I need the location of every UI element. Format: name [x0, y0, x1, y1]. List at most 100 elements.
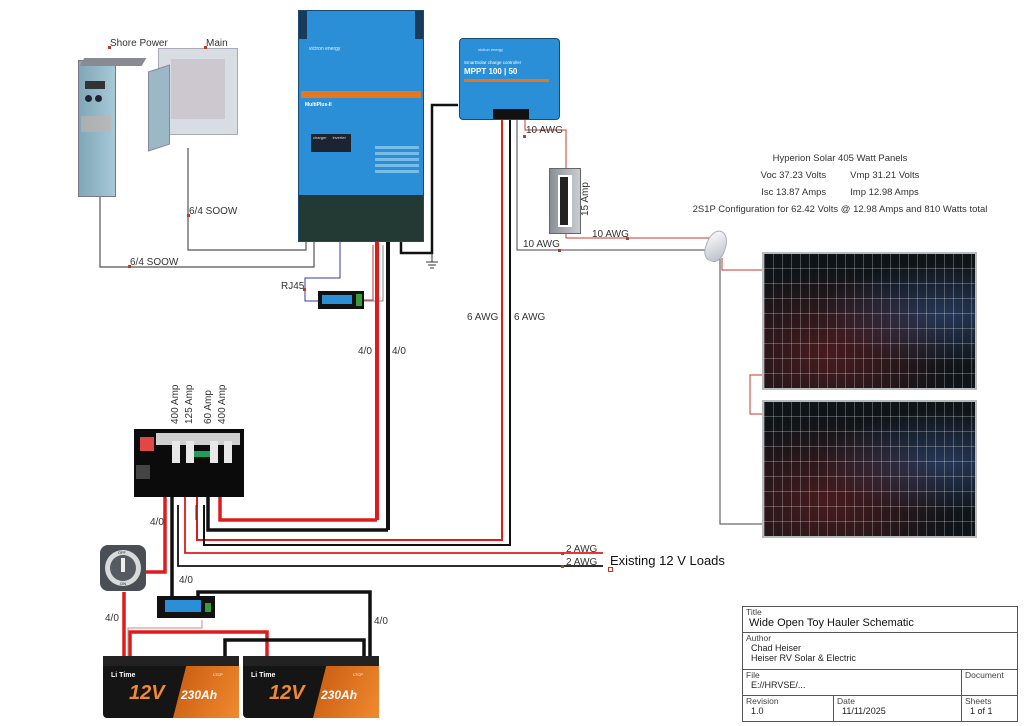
battery-1-badge: LTCP [213, 672, 223, 677]
switch-on-label: ON [120, 581, 126, 586]
title-block-revision-row: Revision 1.0 Date 11/11/2025 Sheets 1 of… [743, 696, 1017, 722]
inverter-base [299, 195, 423, 241]
panel-vmp: Vmp 31.21 Volts [850, 170, 920, 181]
fuse-label-1: 400 Amp [170, 384, 181, 424]
battery-monitor-top [318, 291, 364, 309]
mppt-model: MPPT 100 | 50 [464, 67, 518, 76]
title-block-title-row: Title Wide Open Toy Hauler Schematic [743, 607, 1017, 633]
solar-panel-2 [762, 400, 977, 538]
wire-loads-neg [177, 505, 603, 567]
existing-loads-label: Existing 12 V Loads [610, 553, 725, 568]
wire-pv-neg [516, 120, 712, 251]
shore-power-label: Shore Power [110, 38, 168, 49]
fuse-label-3: 60 Amp [203, 390, 214, 424]
fuse-label-2: 125 Amp [184, 384, 195, 424]
inverter-brand: victron energy [309, 46, 341, 52]
wire-pv-pos-out [565, 232, 712, 239]
author-company: Heiser RV Solar & Electric [751, 653, 856, 663]
main-panel-box [158, 48, 238, 135]
wire-panel-pos [721, 258, 762, 271]
battery-2-voltage: 12V [269, 682, 305, 704]
fuse-block [134, 429, 244, 497]
title-block-file-row: File E://HRVSE/... Document [743, 670, 1017, 696]
wire-soow-main [187, 148, 307, 251]
solar-panel-1 [762, 252, 977, 390]
wire-shunt-sense-neg [363, 245, 384, 302]
battery-2-badge: LTCP [353, 672, 363, 677]
mppt-charge-controller: victron energy SmartSolar charge control… [459, 38, 560, 120]
file-path: E://HRVSE/... [751, 680, 806, 690]
panel-specs: Hyperion Solar 405 Watt Panels Voc 37.23… [680, 150, 1000, 218]
rj45-label: RJ45 [281, 281, 305, 292]
panel-isc: Isc 13.87 Amps [761, 187, 827, 198]
fuse-2 [186, 441, 194, 463]
date-value: 11/11/2025 [842, 706, 886, 716]
label-shunt-in: 4/0 [179, 575, 193, 586]
wire-rj45 [304, 240, 341, 302]
mppt-terminals [493, 109, 529, 119]
label-pv-breaker-out: 10 AWG [592, 229, 629, 240]
battery-1: Li Time 12V 230Ah LTCP [103, 656, 239, 718]
inverter-multiplus: victron energy MultiPlus-II charger inve… [298, 10, 424, 242]
battery-2-brand: Li Time [251, 672, 276, 679]
solar-breaker-rating: 15 Amp [580, 182, 591, 216]
label-pv-top: 10 AWG [526, 125, 563, 136]
main-panel-door [148, 64, 170, 152]
title-block: Title Wide Open Toy Hauler Schematic Aut… [742, 606, 1018, 722]
smart-shunt [157, 596, 215, 618]
solar-breaker [549, 168, 581, 234]
fuse-1 [172, 441, 180, 463]
fuse-label-4: 400 Amp [217, 384, 228, 424]
label-inverter-pos: 4/0 [358, 346, 372, 357]
switch-off-label: OFF [118, 550, 126, 555]
label-loads-neg: 2 AWG [566, 557, 598, 568]
panel-imp: Imp 12.98 Amps [850, 187, 919, 198]
battery-1-capacity: 230Ah [181, 688, 218, 702]
inverter-model: MultiPlus-II [305, 102, 332, 108]
mppt-brand: victron energy [478, 47, 504, 52]
battery-1-voltage: 12V [129, 682, 165, 704]
fuse-4 [224, 441, 232, 463]
label-shunt-to-battery: 4/0 [374, 616, 388, 627]
wire-pv-pos-top [524, 120, 567, 168]
battery-2-capacity: 230Ah [321, 688, 358, 702]
label-loads-pos: 2 AWG [566, 544, 598, 555]
revision-value: 1.0 [751, 706, 764, 716]
shore-power-pedestal [78, 60, 116, 197]
fuse-3 [210, 441, 218, 463]
wire-battery-neg-jumper [223, 638, 366, 660]
author-name: Chad Heiser [751, 643, 802, 653]
label-mppt-pos: 6 AWG [467, 312, 499, 323]
wire-battery-pos-jumper [128, 630, 269, 660]
label-soow-main: 6/4 SOOW [189, 206, 238, 217]
label-switch-to-battery: 4/0 [105, 613, 119, 624]
main-panel-label: Main [206, 38, 228, 49]
shore-power-hood [79, 58, 147, 66]
label-mppt-neg: 6 AWG [514, 312, 546, 323]
panel-config: 2S1P Configuration for 62.42 Volts @ 12.… [692, 204, 988, 215]
battery-2: Li Time 12V 230Ah LTCP [243, 656, 379, 718]
wire-shunt-sense [363, 245, 374, 301]
panel-specs-title: Hyperion Solar 405 Watt Panels [772, 153, 908, 164]
panel-voc: Voc 37.23 Volts [760, 170, 827, 181]
wire-mppt-pos [196, 120, 503, 541]
wire-mppt-neg [203, 120, 511, 546]
label-inverter-neg: 4/0 [392, 346, 406, 357]
wire-fuse-to-switch [141, 462, 167, 574]
battery-1-brand: Li Time [111, 672, 136, 679]
wire-shunt-to-battery [196, 590, 372, 658]
inverter-status-panel: charger inverter [311, 134, 351, 152]
title-block-author-row: Author Chad Heiser Heiser RV Solar & Ele… [743, 633, 1017, 670]
inverter-orange-stripe [301, 91, 421, 98]
label-fuse-to-switch: 4/0 [150, 517, 164, 528]
battery-disconnect-switch[interactable]: OFF ON [100, 545, 146, 591]
sheets-value: 1 of 1 [970, 706, 993, 716]
label-pv-neg: 10 AWG [523, 239, 560, 250]
wire-panel-neg [719, 258, 762, 525]
schematic-title: Wide Open Toy Hauler Schematic [749, 617, 914, 629]
mppt-line1: SmartSolar charge controller [464, 60, 522, 65]
wire-panel-series [749, 374, 762, 415]
label-soow-shore: 6/4 SOOW [130, 257, 179, 268]
wire-shunt-sense-batt [127, 620, 203, 660]
